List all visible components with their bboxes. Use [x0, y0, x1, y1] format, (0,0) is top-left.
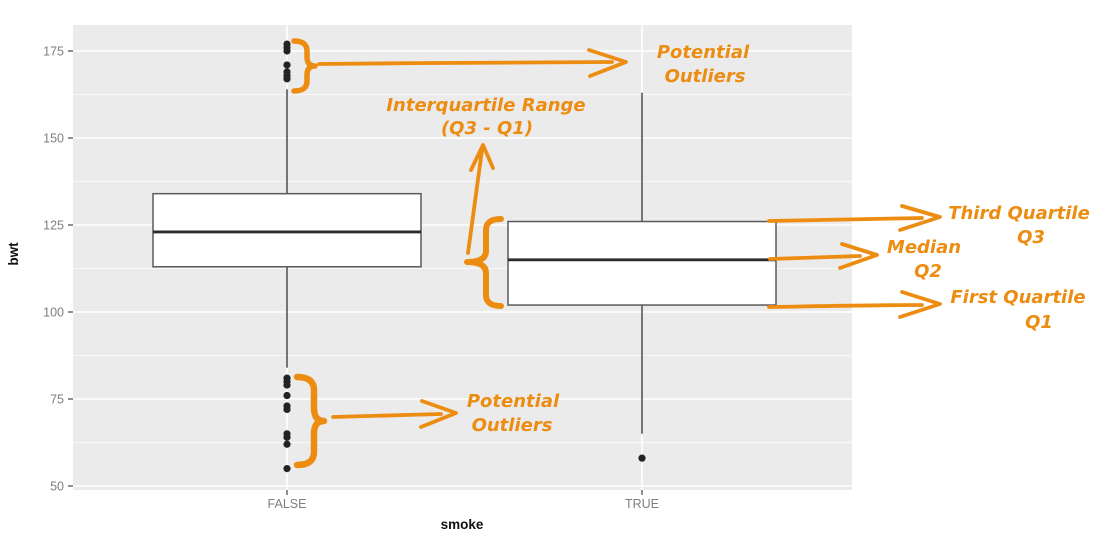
outlier-dot	[283, 391, 291, 400]
outlier-dot	[283, 465, 291, 473]
median-label-line1: Median	[887, 237, 961, 258]
iqr-brace	[464, 216, 504, 309]
annotation-layer: Potential Outliers Interquartile Range (…	[291, 38, 1090, 469]
top-outliers-label-line1: Potential	[657, 42, 750, 63]
bottom-outliers-arrow	[331, 412, 443, 419]
y-tick-label: 125	[43, 219, 64, 233]
top-outliers-arrow	[317, 60, 614, 66]
bottom-outliers-label-line1: Potential	[467, 391, 560, 412]
outlier-dot	[283, 47, 291, 55]
x-axis-title: smoke	[441, 517, 484, 532]
q1-arrowhead	[898, 290, 942, 319]
y-tick-label: 175	[43, 45, 64, 59]
y-axis-title: bwt	[6, 242, 21, 266]
outlier-dot	[283, 381, 291, 389]
outlier-dot	[283, 61, 291, 69]
iqr-arrow	[466, 148, 484, 255]
boxplots	[152, 40, 777, 473]
box	[152, 192, 422, 268]
iqr-label-line1: Interquartile Range	[386, 95, 585, 116]
y-tick-label: 75	[50, 393, 64, 407]
q1-label-line1: First Quartile	[950, 287, 1085, 308]
median-label-line2: Q2	[914, 261, 942, 282]
outlier-dot	[283, 440, 291, 448]
iqr-arrowhead	[469, 143, 495, 172]
q3-label-line2: Q3	[1017, 227, 1045, 248]
median-arrowhead	[838, 242, 879, 270]
top-outliers-label-line2: Outliers	[665, 66, 746, 87]
q3-arrow	[767, 216, 924, 223]
y-tick-label: 100	[43, 306, 64, 320]
y-tick-label: 150	[43, 132, 64, 146]
q1-label-line2: Q1	[1025, 312, 1053, 333]
x-tick-label: TRUE	[625, 497, 659, 511]
outlier-dot	[283, 405, 291, 414]
top-outliers-arrowhead	[587, 48, 628, 78]
outlier-dot	[283, 433, 291, 441]
q1-arrow	[767, 303, 924, 309]
y-tick-label: 50	[50, 480, 64, 494]
axis-ticks	[68, 50, 643, 495]
iqr-label-line2: (Q3 - Q1)	[441, 118, 533, 139]
outlier-dot	[283, 75, 291, 83]
bottom-outliers-arrowhead	[419, 399, 458, 429]
bottom-outliers-brace	[293, 373, 328, 469]
box	[507, 220, 777, 306]
q3-label-line1: Third Quartile	[948, 203, 1090, 224]
median-arrow	[768, 254, 862, 261]
q3-arrowhead	[898, 204, 942, 232]
bottom-outliers-label-line2: Outliers	[472, 415, 553, 436]
top-outliers-brace	[291, 38, 318, 94]
x-tick-label: FALSE	[268, 497, 307, 511]
outlier-dot	[638, 454, 646, 462]
